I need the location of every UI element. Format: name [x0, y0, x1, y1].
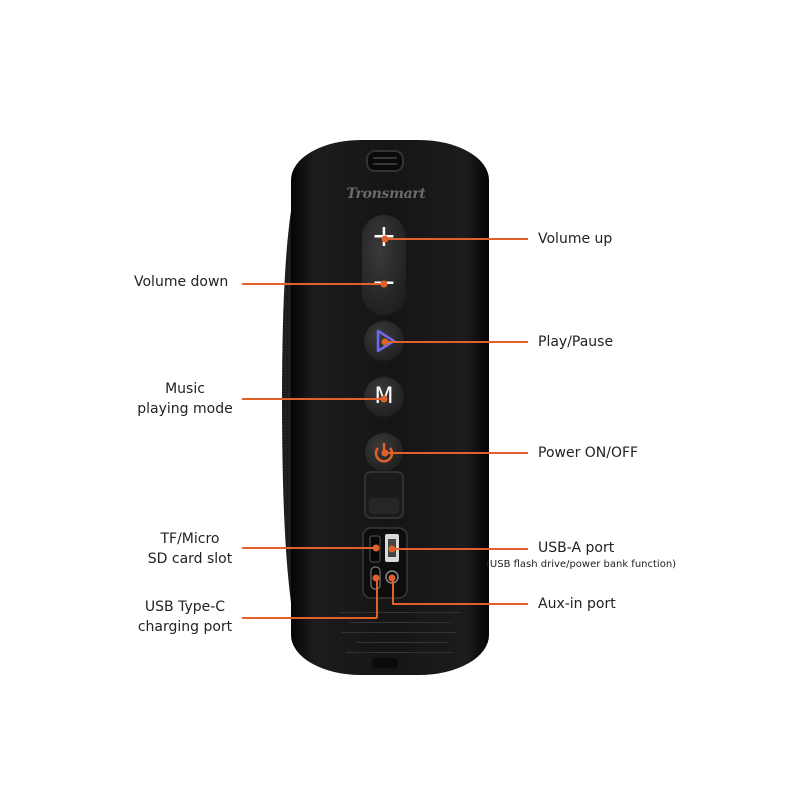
leader-aux-vertical	[392, 578, 394, 604]
label-volume-down: Volume down	[134, 274, 229, 290]
dot-power	[381, 449, 389, 457]
label-usb-c-line1: USB Type-C	[144, 599, 226, 615]
dot-play	[381, 338, 389, 346]
leader-usb-c	[242, 617, 377, 619]
label-volume-up: Volume up	[538, 231, 613, 247]
dot-mode	[380, 395, 388, 403]
dot-volume-down	[380, 280, 388, 288]
brand-logo: Tronsmart	[346, 186, 426, 202]
label-power: Power ON/OFF	[538, 445, 639, 461]
dot-volume-up	[381, 235, 389, 243]
label-tf-line1: TF/Micro	[160, 531, 220, 547]
leader-volume-up	[385, 238, 528, 240]
label-play-pause: Play/Pause	[538, 334, 614, 350]
label-usb-c: USB Type-C charging port	[125, 597, 245, 637]
leader-tf	[242, 547, 376, 549]
label-usb-c-line2: charging port	[137, 619, 233, 635]
dot-aux	[388, 574, 396, 582]
label-music-mode: Music playing mode	[120, 379, 250, 419]
leader-usb-c-vertical	[376, 578, 378, 618]
label-tf-line2: SD card slot	[147, 551, 233, 567]
leader-mode	[242, 398, 384, 400]
leader-aux	[392, 603, 528, 605]
label-usb-a-note: (USB flash drive/power bank function)	[486, 559, 677, 570]
strap-loop	[366, 150, 404, 172]
play-icon	[376, 329, 396, 353]
label-aux: Aux-in port	[538, 596, 616, 612]
dot-usb-c	[372, 574, 380, 582]
leader-usb-a	[392, 548, 528, 550]
dot-usb-a	[388, 545, 396, 553]
label-music-mode-line2: playing mode	[137, 401, 233, 417]
dot-tf	[372, 544, 380, 552]
leader-power	[385, 452, 528, 454]
leader-play	[385, 341, 528, 343]
leader-volume-down	[242, 283, 384, 285]
label-tf: TF/Micro SD card slot	[130, 529, 250, 569]
volume-pill	[362, 215, 406, 315]
label-music-mode-line1: Music	[165, 381, 205, 397]
label-usb-a: USB-A port	[538, 540, 615, 556]
